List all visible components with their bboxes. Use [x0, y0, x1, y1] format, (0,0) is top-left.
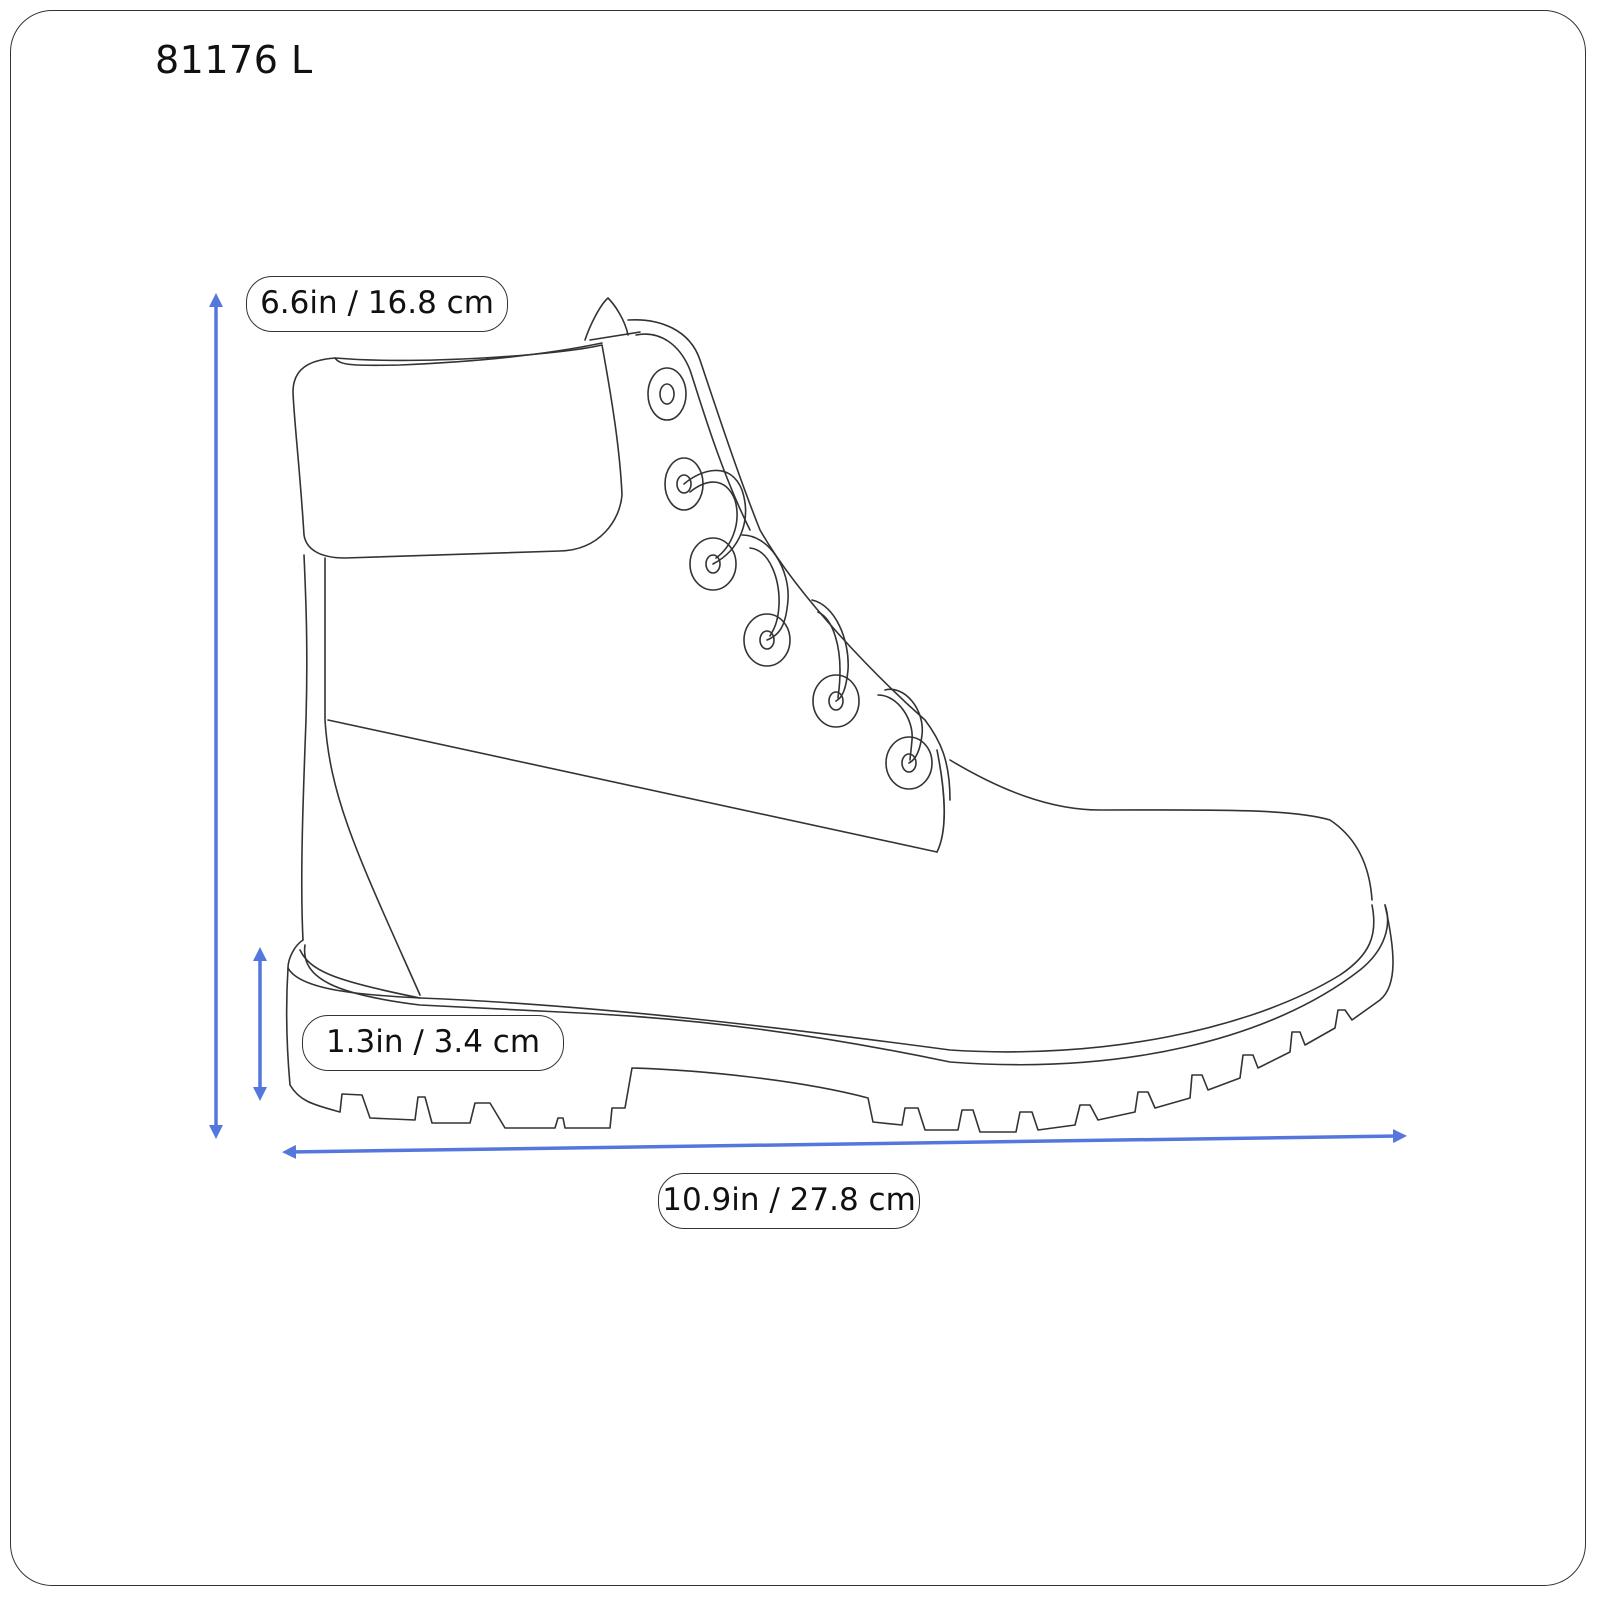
diagram-frame	[10, 10, 1586, 1586]
product-code: 81176 L	[155, 38, 313, 82]
sole-height-dimension-label: 1.3in / 3.4 cm	[302, 1015, 564, 1071]
laces	[683, 469, 923, 764]
boot-icon	[285, 297, 1394, 1133]
eyelets	[647, 367, 933, 790]
length-dimension-label: 10.9in / 27.8 cm	[658, 1173, 920, 1229]
height-dimension-label: 6.6in / 16.8 cm	[246, 276, 508, 332]
length-arrow	[282, 1129, 1407, 1159]
dimension-arrows	[209, 293, 1407, 1159]
